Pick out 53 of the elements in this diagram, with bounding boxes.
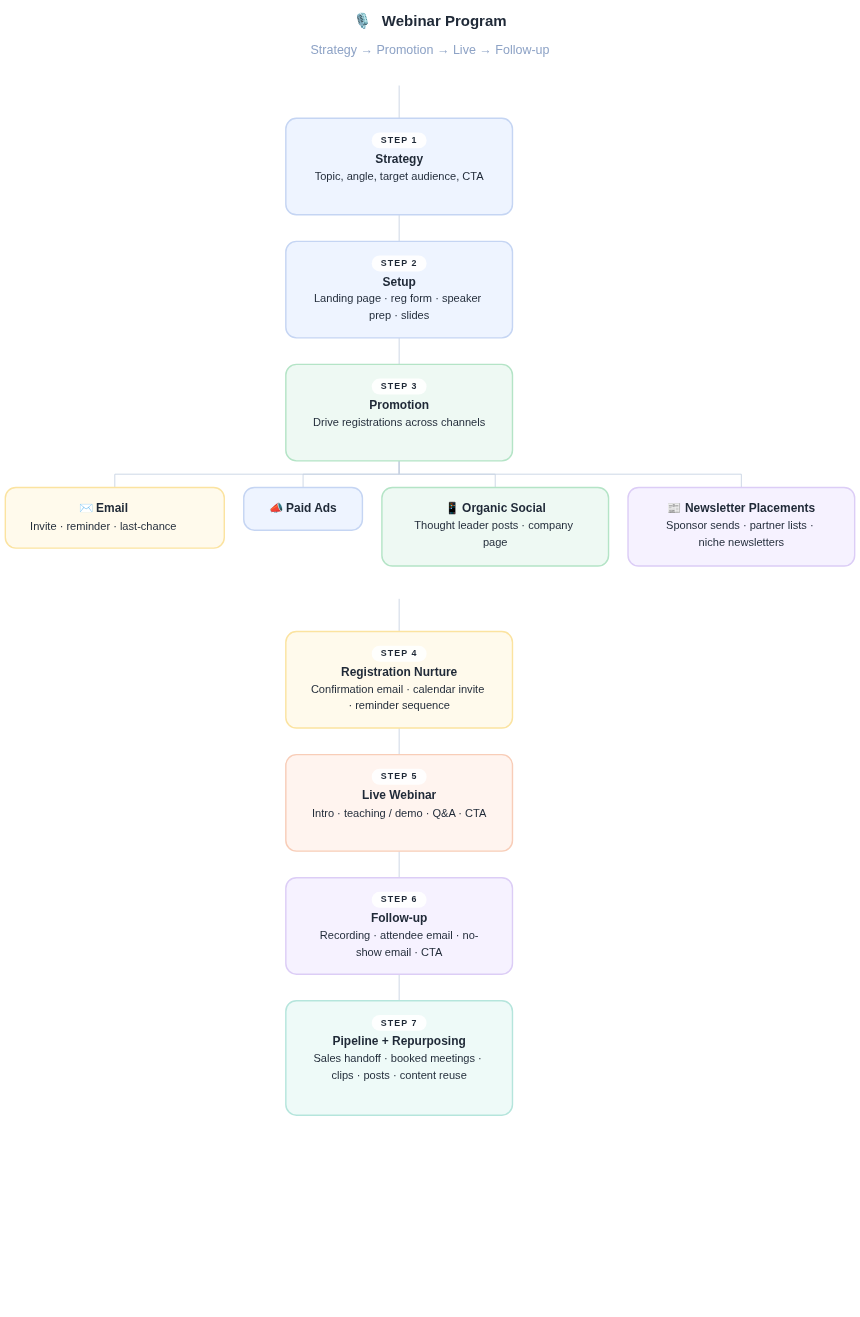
mobile-phone-icon: 📱 bbox=[444, 499, 459, 518]
channel-card bbox=[381, 486, 610, 567]
step-card bbox=[285, 117, 514, 216]
connector-line bbox=[398, 85, 400, 119]
node-title: Paid Ads bbox=[286, 500, 337, 517]
newspaper-icon: 📰 bbox=[667, 499, 682, 518]
channel-card bbox=[4, 486, 225, 549]
step-badge: STEP 2 bbox=[371, 255, 427, 272]
node-description: Sponsor sends · partner lists · niche newsletters bbox=[665, 518, 815, 551]
connector-line bbox=[398, 850, 400, 879]
step-badge: STEP 5 bbox=[371, 768, 427, 785]
step-badge: STEP 1 bbox=[371, 132, 427, 149]
node-description: Thought leader posts · company page bbox=[413, 518, 575, 551]
microphone-icon: 🎙 bbox=[353, 12, 373, 30]
node-description: Drive registrations across channels bbox=[313, 415, 486, 432]
node-title: Newsletter Placements bbox=[685, 500, 816, 517]
node-title: Setup bbox=[382, 274, 416, 291]
step-card bbox=[285, 1000, 514, 1116]
subtitle: Strategy → Promotion → Live → Follow-up bbox=[310, 42, 550, 59]
step-badge: STEP 6 bbox=[371, 891, 427, 908]
node-title: Registration Nurture bbox=[341, 664, 458, 681]
connector-line bbox=[398, 727, 400, 756]
node-description: Topic, angle, target audience, CTA bbox=[314, 169, 484, 186]
connector-line bbox=[398, 214, 400, 242]
node-title: Organic Social bbox=[462, 500, 546, 517]
node-description: Confirmation email · calendar invite · reminder sequence bbox=[310, 682, 486, 715]
step-card bbox=[285, 630, 514, 729]
connector-line bbox=[398, 460, 742, 488]
step-card bbox=[285, 240, 514, 339]
channel-card bbox=[243, 486, 364, 531]
node-description: Intro · teaching / demo · Q&A · CTA bbox=[311, 806, 487, 822]
step-badge: STEP 3 bbox=[371, 378, 427, 395]
node-description: Invite · reminder · last-chance bbox=[30, 519, 177, 535]
node-title: Promotion bbox=[369, 397, 430, 414]
node-description: Recording · attendee email · no-show email · CTA bbox=[318, 928, 480, 961]
node-title: Live Webinar bbox=[362, 787, 437, 804]
megaphone-icon: 📣 bbox=[268, 499, 283, 518]
connector-line bbox=[398, 598, 400, 632]
node-title: Email bbox=[96, 500, 128, 517]
connector-line bbox=[398, 973, 400, 1002]
node-title: Follow-up bbox=[370, 910, 428, 927]
step-card bbox=[285, 877, 514, 975]
envelope-icon: ✉ bbox=[78, 499, 93, 518]
node-description: Landing page · reg form · speaker prep · slides bbox=[312, 291, 483, 324]
node-title: Strategy bbox=[375, 150, 424, 168]
diagram-title: Webinar Program bbox=[381, 12, 507, 30]
channel-card bbox=[627, 486, 856, 567]
node-title: Pipeline + Repurposing bbox=[332, 1033, 466, 1050]
step-badge: STEP 4 bbox=[371, 645, 427, 662]
step-card bbox=[285, 753, 514, 852]
connector-line bbox=[398, 337, 400, 365]
step-card bbox=[285, 363, 514, 462]
node-description: Sales handoff · booked meetings · clips · posts · content reuse bbox=[312, 1051, 483, 1084]
